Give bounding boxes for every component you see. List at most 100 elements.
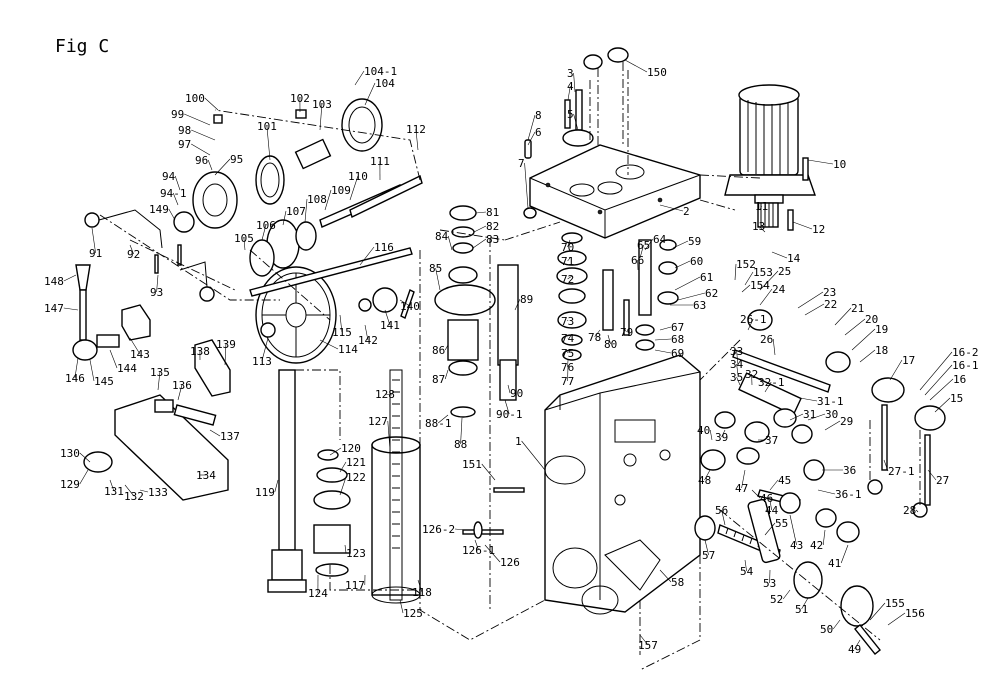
leader-line bbox=[184, 113, 211, 126]
leader-line bbox=[319, 103, 323, 131]
part-label-87: 87 bbox=[432, 373, 445, 386]
part-label-7: 7 bbox=[518, 157, 525, 170]
part-label-118: 118 bbox=[412, 586, 432, 599]
leader-line bbox=[919, 351, 953, 391]
leader-line bbox=[444, 344, 449, 351]
part-label-104: 104 bbox=[375, 77, 395, 90]
part-label-70: 70 bbox=[561, 241, 574, 254]
leader-line bbox=[524, 162, 529, 209]
leader-line bbox=[594, 329, 601, 338]
part-label-120: 120 bbox=[341, 442, 361, 455]
part-label-78: 78 bbox=[588, 331, 601, 344]
part-label-63: 63 bbox=[693, 299, 706, 312]
leader-line bbox=[840, 544, 849, 564]
leader-line bbox=[177, 384, 183, 401]
part-label-130: 130 bbox=[60, 447, 80, 460]
part-label-10: 10 bbox=[833, 158, 846, 171]
fasteners-drawing bbox=[154, 47, 809, 539]
part-label-83: 83 bbox=[486, 233, 499, 246]
leader-line bbox=[473, 225, 487, 233]
leader-line bbox=[929, 378, 954, 401]
leader-line bbox=[339, 476, 347, 496]
part-label-1: 1 bbox=[515, 435, 522, 448]
leader-line bbox=[124, 484, 135, 497]
part-label-41: 41 bbox=[828, 557, 841, 570]
leader-line bbox=[674, 260, 691, 269]
leader-line bbox=[359, 246, 375, 266]
leader-line bbox=[384, 309, 391, 326]
part-label-56: 56 bbox=[715, 504, 728, 517]
part-label-151: 151 bbox=[462, 458, 482, 471]
leader-line bbox=[672, 240, 689, 249]
part-label-37: 37 bbox=[765, 434, 778, 447]
part-label-50: 50 bbox=[820, 623, 833, 636]
leader-line bbox=[677, 292, 706, 301]
leader-line bbox=[736, 376, 741, 386]
leader-line bbox=[89, 359, 95, 382]
part-label-133: 133 bbox=[148, 486, 168, 499]
part-label-132: 132 bbox=[124, 490, 144, 503]
leader-line bbox=[644, 238, 654, 251]
leader-line bbox=[807, 159, 834, 165]
leader-line bbox=[859, 349, 876, 363]
leader-line bbox=[209, 429, 221, 437]
part-label-137: 137 bbox=[220, 430, 240, 443]
part-label-149: 149 bbox=[149, 203, 169, 216]
leader-line bbox=[454, 528, 466, 531]
part-label-80: 80 bbox=[604, 338, 617, 351]
leader-line bbox=[654, 349, 672, 354]
part-label-49: 49 bbox=[848, 643, 861, 656]
leader-line bbox=[324, 189, 332, 211]
part-label-117: 117 bbox=[345, 579, 365, 592]
part-label-156: 156 bbox=[905, 607, 925, 620]
leader-line bbox=[741, 284, 751, 293]
part-label-51: 51 bbox=[795, 603, 808, 616]
part-label-116: 116 bbox=[374, 241, 394, 254]
part-label-20: 20 bbox=[865, 313, 878, 326]
part-label-144: 144 bbox=[117, 362, 137, 375]
part-label-101: 101 bbox=[257, 120, 277, 133]
leader-line bbox=[344, 544, 347, 554]
leader-line bbox=[319, 339, 339, 350]
part-label-127: 127 bbox=[368, 415, 388, 428]
part-label-16: 16 bbox=[953, 373, 966, 386]
leader-line bbox=[567, 85, 571, 101]
leader-line bbox=[438, 414, 449, 424]
leader-line bbox=[139, 489, 149, 493]
part-label-92: 92 bbox=[127, 248, 140, 261]
leader-line bbox=[887, 612, 906, 626]
leader-line bbox=[832, 619, 841, 630]
part-label-27-1: 27-1 bbox=[888, 465, 915, 478]
part-label-69: 69 bbox=[671, 347, 684, 360]
part-label-36-1: 36-1 bbox=[835, 488, 862, 501]
part-label-140: 140 bbox=[400, 300, 420, 313]
leader-line bbox=[915, 509, 919, 513]
part-label-64: 64 bbox=[653, 233, 667, 246]
leader-line bbox=[639, 634, 649, 646]
part-label-75: 75 bbox=[561, 347, 574, 360]
part-label-94: 94 bbox=[162, 170, 176, 183]
leader-line bbox=[63, 307, 79, 311]
part-label-115: 115 bbox=[332, 326, 352, 339]
part-label-42: 42 bbox=[810, 539, 823, 552]
part-label-33: 33 bbox=[730, 345, 743, 358]
leader-line bbox=[349, 175, 359, 201]
part-label-5: 5 bbox=[567, 108, 574, 121]
leader-line bbox=[172, 192, 179, 206]
part-label-84: 84 bbox=[435, 230, 449, 243]
part-label-32: 32 bbox=[745, 368, 758, 381]
leader-line bbox=[654, 338, 672, 341]
part-label-124: 124 bbox=[308, 587, 328, 600]
leader-line bbox=[736, 363, 739, 376]
leader-line bbox=[869, 602, 886, 621]
leader-line bbox=[304, 198, 308, 223]
part-label-17: 17 bbox=[902, 354, 915, 367]
leader-line bbox=[817, 489, 836, 495]
part-label-136: 136 bbox=[172, 379, 192, 392]
part-label-91: 91 bbox=[89, 247, 102, 260]
leader-line bbox=[751, 489, 761, 499]
part-label-74: 74 bbox=[561, 332, 575, 345]
part-label-126-2: 126-2 bbox=[422, 523, 455, 536]
leader-line bbox=[769, 479, 779, 491]
part-label-16-2: 16-2 bbox=[952, 346, 979, 359]
